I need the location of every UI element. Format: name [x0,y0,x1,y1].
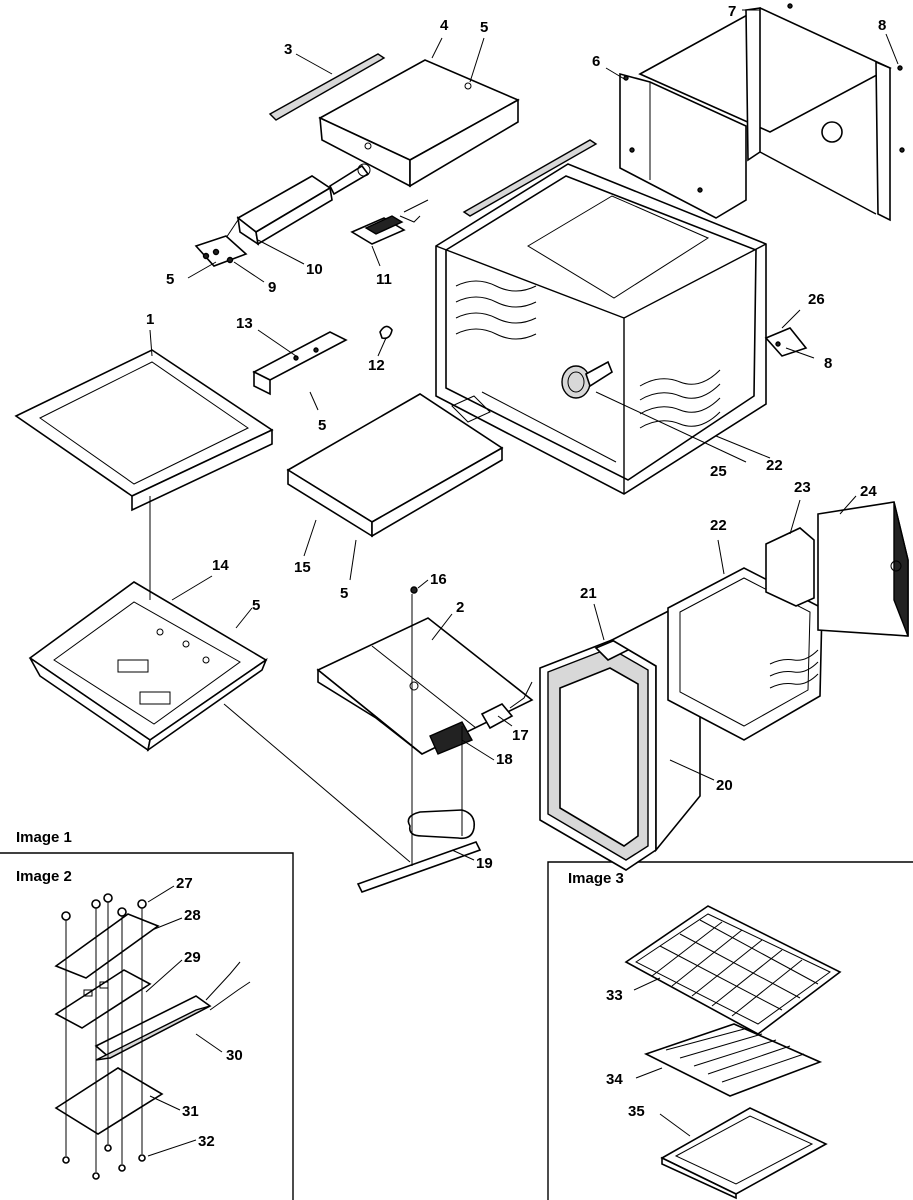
callout-34: 34 [606,1071,623,1088]
callout-35: 35 [628,1103,645,1120]
part-22-oven-cavity [435,163,767,495]
leader-lines [149,9,899,863]
callout-24: 24 [860,483,877,500]
section-label-image3: Image 3 [568,870,624,887]
callout-23: 23 [794,479,811,496]
callout-32: 32 [198,1133,215,1150]
callout-15: 15 [294,559,311,576]
callout-6: 6 [592,53,600,70]
callout-5: 5 [318,417,326,434]
callout-5: 5 [252,597,260,614]
part-7-rear-wrap [638,3,905,222]
callout-14: 14 [212,557,229,574]
part-1-glass-frame [14,349,274,512]
callout-29: 29 [184,949,201,966]
section-label-image1: Image 1 [16,829,72,846]
part-4-top-cover [318,59,520,188]
part-26-hinge [764,327,808,357]
callout-2: 2 [456,599,464,616]
part-2-heat-shield [316,617,534,755]
part-11-sensor [350,199,429,245]
part-12-clip [379,325,393,340]
callout-19: 19 [476,855,493,872]
part-14-lower-pan [28,581,268,752]
callout-30: 30 [226,1047,243,1064]
part-33-oven-rack [624,905,842,1035]
callout-9: 9 [268,279,276,296]
callout-31: 31 [182,1103,199,1120]
callout-28: 28 [184,907,201,924]
callout-22: 22 [710,517,727,534]
part-6-back-panel [619,72,747,219]
part-25-convection-fan [561,360,613,399]
part-22-lower-cavity [667,567,823,741]
part-35-broil-pan [660,1107,828,1200]
callout-1: 1 [146,311,154,328]
callout-8: 8 [824,355,832,372]
callout-27: 27 [176,875,193,892]
callout-3: 3 [284,41,292,58]
callout-7: 7 [728,3,736,20]
callout-21: 21 [580,585,597,602]
callout-33: 33 [606,987,623,1004]
part-17-igniter [480,681,533,730]
callout-11: 11 [376,271,392,288]
image2-element-assembly [54,885,251,1180]
callout-5: 5 [166,271,174,288]
callout-20: 20 [716,777,733,794]
section-label-image2: Image 2 [16,868,72,885]
callout-10: 10 [306,261,323,278]
callout-22: 22 [766,457,783,474]
part-13-bracket [252,331,348,396]
callout-16: 16 [430,571,447,588]
part-24-insulation-panel [817,501,909,637]
inset-frames [0,852,913,1200]
part-19-burner [356,594,482,893]
callout-5: 5 [340,585,348,602]
part-3-trim-strip [268,53,386,121]
part-10-element-housing [221,163,371,246]
callout-labels: 3 4 5 6 7 8 5 9 10 11 12 13 5 1 26 8 22 … [146,3,886,1150]
callout-25: 25 [710,463,727,480]
part-21-liner-front [539,637,657,871]
callout-12: 12 [368,357,385,374]
callout-18: 18 [496,751,513,768]
part-9-bracket [194,235,248,267]
long-strip [462,139,598,217]
image3-racks-and-pan [624,905,842,1200]
callout-4: 4 [440,17,449,34]
callout-5: 5 [480,19,488,36]
part-16-screw [410,586,418,594]
callout-8: 8 [878,17,886,34]
callout-26: 26 [808,291,825,308]
callout-17: 17 [512,727,529,744]
callout-13: 13 [236,315,253,332]
part-23-vent [765,527,815,607]
part-34-broil-grid [643,1023,823,1097]
part-15-bake-cover [286,393,504,538]
